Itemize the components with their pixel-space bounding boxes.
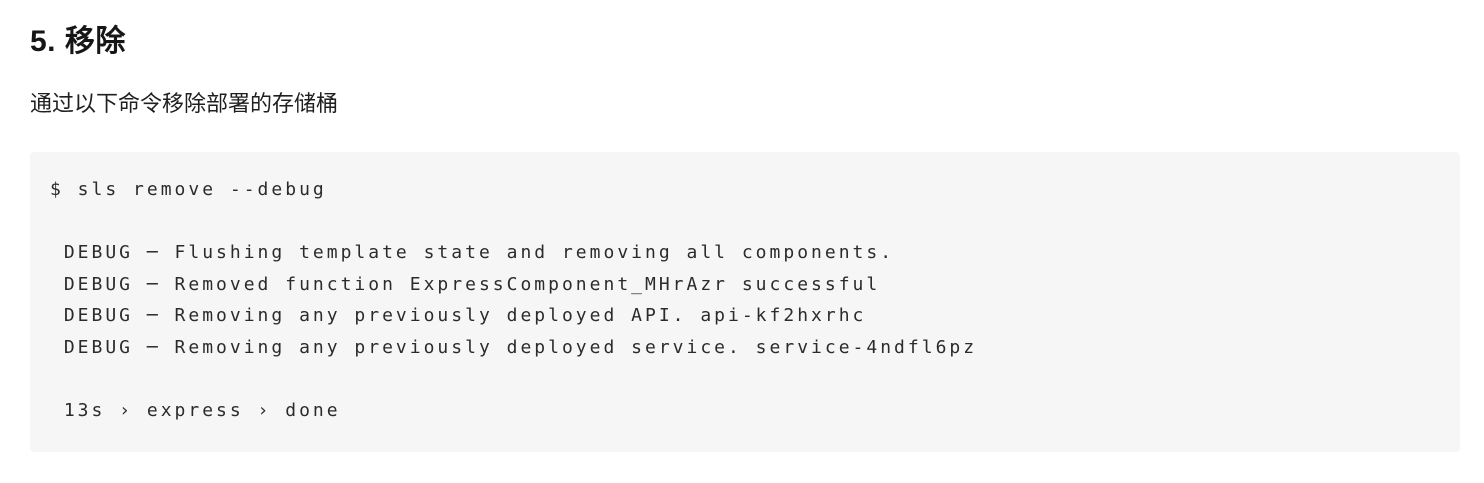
code-line-blank-2 [50,363,1460,395]
code-line-debug-removing-service: DEBUG ─ Removing any previously deployed… [50,336,978,358]
code-line-command: $ sls remove --debug [50,179,327,200]
code-line-debug-flushing: DEBUG ─ Flushing template state and remo… [50,242,895,263]
code-line-status: 13s › express › done [50,399,341,421]
section-description: 通过以下命令移除部署的存储桶 [30,91,339,116]
code-block: $ sls remove --debug DEBUG ─ Flushing te… [30,152,1460,452]
terminal-output: $ sls remove --debug DEBUG ─ Flushing te… [50,174,1460,426]
code-line-debug-removed-function: DEBUG ─ Removed function ExpressComponen… [50,273,881,295]
section-heading: 5. 移除 [30,25,126,58]
code-line-debug-removing-api: DEBUG ─ Removing any previously deployed… [50,305,867,326]
code-line-blank [50,206,1460,238]
